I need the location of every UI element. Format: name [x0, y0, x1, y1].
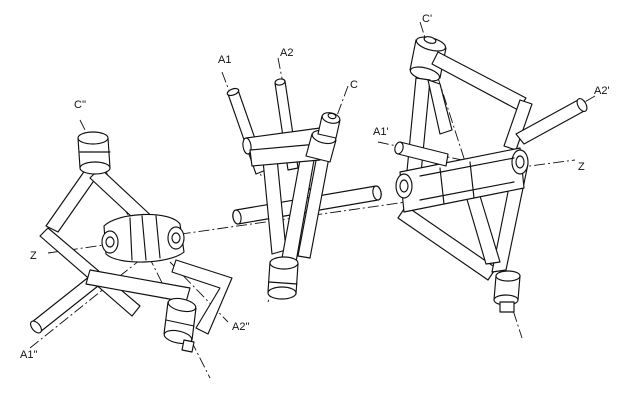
left-mechanism	[29, 131, 233, 353]
right-c-tip	[423, 36, 437, 44]
right-hub-line-2	[419, 181, 515, 201]
middle-bar-end-right	[372, 185, 382, 201]
label-middle-c: C	[350, 79, 358, 91]
left-hub-port-1-inner	[105, 236, 115, 248]
left-hub-seam-2	[129, 217, 133, 261]
a2-axis-left	[169, 261, 229, 323]
labels: A1 A2 C C'' Z A1'' A2'' C' A1' A2' Z	[20, 13, 610, 361]
label-right-a1: A1'	[373, 126, 389, 138]
middle-a2-rod-end	[274, 78, 286, 86]
right-hub-line-1	[419, 157, 515, 177]
left-c-cylinder-bottom	[79, 161, 111, 175]
middle-c-tip	[327, 112, 337, 120]
middle-a1-rod-end	[226, 87, 240, 97]
middle-bottom-cylinder-ring	[268, 281, 298, 285]
right-hub-port-right-inner	[515, 155, 525, 169]
right-a1-rod-end	[394, 141, 404, 155]
left-a1-rod-end	[29, 320, 43, 334]
right-hub-line-3	[439, 167, 445, 205]
left-frame-right-arm	[171, 259, 233, 335]
middle-bottom-cylinder-base	[267, 286, 297, 300]
middle-upper-bar-end	[242, 137, 252, 155]
right-hub-line-4	[469, 161, 475, 199]
label-left-a2: A2''	[232, 321, 250, 333]
a1-axis-left	[29, 251, 151, 349]
label-left-c: C''	[74, 99, 86, 111]
label-right-a2: A2'	[594, 85, 610, 97]
right-hub-port-left-inner	[399, 179, 409, 193]
label-middle-a1: A1	[218, 54, 231, 66]
left-hub-seam-1	[141, 215, 147, 261]
left-hub-port-2-inner	[171, 232, 181, 244]
right-hub-body	[399, 147, 525, 213]
left-c-cylinder-top	[77, 131, 109, 145]
label-middle-a2: A2	[280, 47, 293, 59]
label-left-a1: A1''	[20, 349, 38, 361]
left-a2-ring	[165, 319, 195, 327]
middle-mechanism	[226, 78, 382, 300]
right-frame-top	[431, 51, 527, 111]
middle-bar-end-left	[232, 209, 242, 225]
right-a2-rod-end	[576, 98, 588, 112]
right-mechanism	[394, 36, 588, 313]
middle-bottom-cylinder-top	[269, 256, 299, 270]
right-bottom-cylinder-top	[495, 270, 521, 282]
left-a2-cylinder-top	[167, 297, 197, 313]
left-hub-seam-3	[155, 215, 161, 259]
right-bottom-stub	[499, 301, 515, 313]
label-right-z: Z	[578, 161, 585, 173]
left-frame-bottom	[85, 269, 191, 303]
label-right-c: C'	[422, 13, 432, 25]
label-left-z: Z	[30, 250, 37, 262]
left-a2-stub	[181, 339, 195, 353]
right-inner-link-1	[427, 79, 453, 135]
right-frame-lower-left	[397, 205, 497, 281]
